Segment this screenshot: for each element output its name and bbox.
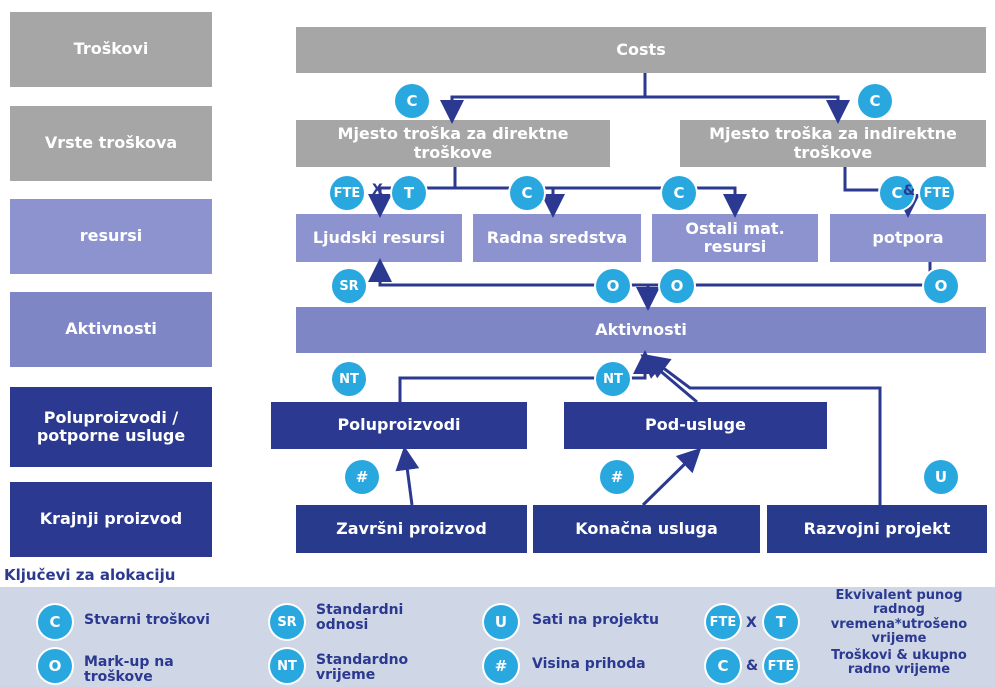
final-service-box: Konačna usluga <box>533 505 760 553</box>
o-icon: O <box>596 269 630 303</box>
direct-costs-box: Mjesto troška za direktne troškove <box>296 120 610 167</box>
legend-title: Ključevi za alokaciju <box>4 566 176 584</box>
row-label-cost-types: Vrste troškova <box>10 106 212 181</box>
legend-sr-text: Standardni odnosi <box>316 602 404 634</box>
legend-nt-text: Standardno vrijeme <box>316 652 409 684</box>
o-icon: O <box>660 269 694 303</box>
costs-box: Costs <box>296 27 986 73</box>
c-icon: C <box>38 605 72 639</box>
semi-products-box: Poluproizvodi <box>271 402 527 449</box>
u-icon: U <box>924 460 958 494</box>
sub-services-box: Pod-usluge <box>564 402 827 449</box>
t-icon: T <box>764 605 798 639</box>
development-project-box: Razvojni projekt <box>767 505 987 553</box>
row-label-semi-products: Poluproizvodi / potporne usluge <box>10 387 212 467</box>
legend-panel: C Stvarni troškovi SR Standardni odnosi … <box>0 587 995 687</box>
legend-hash-text: Visina prihoda <box>532 656 646 672</box>
c-icon: C <box>880 176 914 210</box>
row-label-resources: resursi <box>10 199 212 274</box>
c-icon: C <box>510 176 544 210</box>
activities-box: Aktivnosti <box>296 307 986 353</box>
multiply-sign: X <box>372 182 383 198</box>
ampersand-sign: & <box>746 658 759 674</box>
sr-icon: SR <box>270 605 304 639</box>
legend-c-fte-text: Troškovi & ukupno radno vrijeme <box>831 648 967 678</box>
legend-c-text: Stvarni troškovi <box>84 612 210 628</box>
legend-o-text: Mark-up na troškove <box>84 654 174 686</box>
fte-icon: FTE <box>764 649 798 683</box>
human-resources-box: Ljudski resursi <box>296 214 462 262</box>
c-icon: C <box>858 84 892 118</box>
final-product-box: Završni proizvod <box>296 505 527 553</box>
c-icon: C <box>395 84 429 118</box>
c-icon: C <box>662 176 696 210</box>
legend-fte-t-text: Ekvivalent punog radnog vremena*utrošeno… <box>830 588 968 646</box>
support-box: potpora <box>830 214 986 262</box>
legend-u-text: Sati na projektu <box>532 612 659 628</box>
t-icon: T <box>392 176 426 210</box>
hash-icon: # <box>345 460 379 494</box>
o-icon: O <box>924 269 958 303</box>
fte-icon: FTE <box>330 176 364 210</box>
u-icon: U <box>484 605 518 639</box>
fte-icon: FTE <box>706 605 740 639</box>
other-resources-box: Ostali mat. resursi <box>652 214 818 262</box>
o-icon: O <box>38 649 72 683</box>
row-label-costs: Troškovi <box>10 12 212 87</box>
nt-icon: NT <box>270 649 304 683</box>
c-icon: C <box>706 649 740 683</box>
tools-box: Radna sredstva <box>473 214 641 262</box>
indirect-costs-box: Mjesto troška za indirektne troškove <box>680 120 986 167</box>
nt-icon: NT <box>596 362 630 396</box>
ampersand-sign: & <box>903 183 916 199</box>
row-label-activities: Aktivnosti <box>10 292 212 367</box>
hash-icon: # <box>484 649 518 683</box>
row-label-final-product: Krajnji proizvod <box>10 482 212 557</box>
nt-icon: NT <box>332 362 366 396</box>
fte-icon: FTE <box>920 176 954 210</box>
multiply-sign: X <box>746 615 757 631</box>
hash-icon: # <box>600 460 634 494</box>
sr-icon: SR <box>332 269 366 303</box>
